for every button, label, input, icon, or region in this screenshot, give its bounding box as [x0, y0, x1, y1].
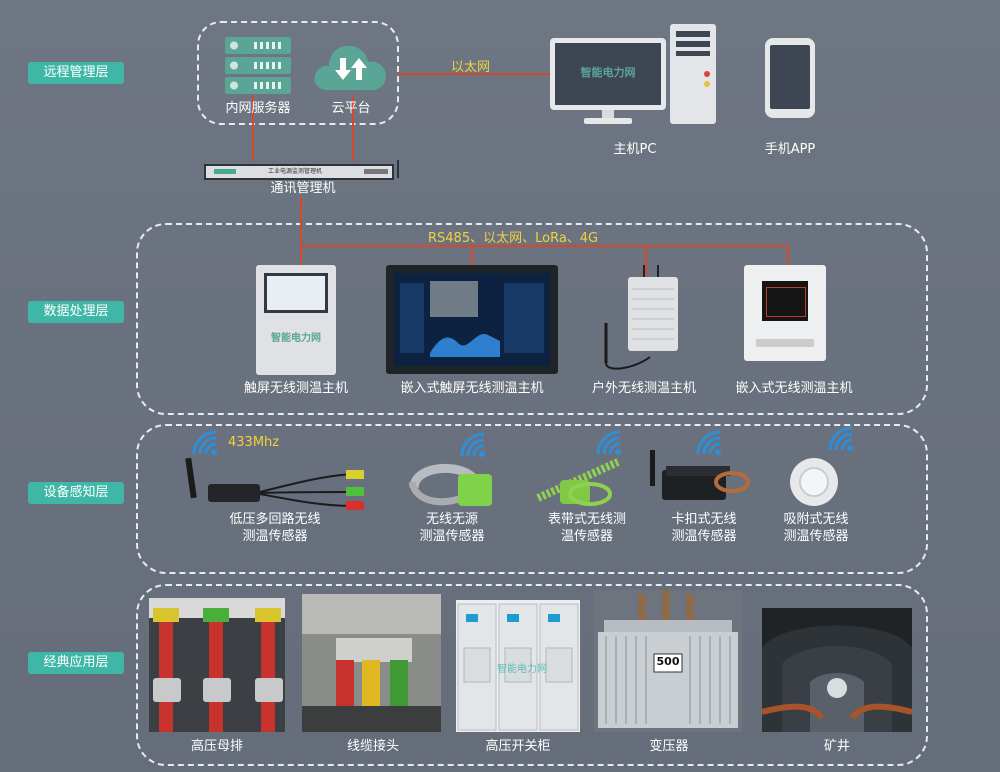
passive-sensor — [406, 460, 496, 510]
outdoor-host-device — [594, 265, 686, 377]
data-layer-boundary — [136, 223, 928, 415]
sensor-label-line: 卡扣式无线 — [671, 512, 737, 527]
transformer-photo: 500 — [594, 590, 742, 732]
frequency-label: 433Mhz — [228, 435, 280, 450]
mine-photo — [762, 608, 912, 732]
monitor-icon — [550, 38, 666, 126]
pc-brand-text: 智能电力网 — [580, 66, 636, 79]
cloud-to-comm-line — [352, 95, 354, 161]
layer-tag-app: 经典应用层 — [28, 652, 124, 674]
pc-label: 主机PC — [613, 142, 657, 157]
comm-manager-device — [204, 160, 404, 182]
ethernet-link-line — [398, 73, 550, 75]
layer-tag-remote: 远程管理层 — [28, 62, 124, 84]
app-label-switchgear: 高压开关柜 — [485, 739, 551, 754]
wireless-signal-icon — [694, 428, 724, 462]
sensor-label-line: 表带式无线测 — [547, 512, 626, 527]
layer-tag-data: 数据处理层 — [28, 301, 124, 323]
app-layer-boundary — [136, 584, 928, 766]
bus-drop-embedded-touch — [471, 245, 473, 267]
server-to-comm-line — [252, 95, 254, 161]
switchgear-photo: 智能电力网 — [456, 600, 580, 732]
server-label: 内网服务器 — [225, 101, 291, 116]
sensor-label-multi-loop: 低压多回路无线 测温传感器 — [206, 511, 344, 545]
cable-joint-photo — [302, 594, 441, 732]
sense-layer-boundary — [136, 424, 928, 574]
device-label-outdoor: 户外无线测温主机 — [591, 381, 696, 396]
embedded-host-device — [744, 265, 826, 361]
layer-tag-sense: 设备感知层 — [28, 482, 124, 504]
sensor-label-adsorption: 吸附式无线 测温传感器 — [766, 511, 866, 545]
phone-app-label: 手机APP — [764, 142, 816, 157]
app-label-busbar: 高压母排 — [190, 739, 243, 754]
touch-host-brand: 智能电力网 — [271, 333, 321, 344]
sensor-label-passive: 无线无源 测温传感器 — [394, 511, 510, 545]
app-label-cable-joint: 线缆接头 — [346, 739, 399, 754]
ethernet-label: 以太网 — [451, 60, 491, 75]
bus-drop-embedded — [787, 245, 789, 267]
clip-sensor — [644, 448, 750, 508]
data-bus-label: RS485、以太网、LoRa、4G — [428, 231, 599, 246]
wireless-signal-icon — [190, 428, 220, 462]
busbar-photo — [149, 598, 285, 732]
comm-to-bus-line — [300, 196, 302, 266]
adsorption-sensor — [788, 456, 840, 508]
sensor-label-line: 无线无源 — [425, 512, 478, 527]
touch-host-device: 智能电力网 — [256, 265, 336, 375]
sensor-label-line: 测温传感器 — [783, 529, 849, 544]
sensor-label-strap: 表带式无线测 温传感器 — [532, 511, 642, 545]
strap-sensor — [530, 454, 630, 510]
cloud-label: 云平台 — [331, 101, 371, 116]
pc-tower-icon — [670, 24, 716, 124]
app-label-transformer: 变压器 — [649, 739, 689, 754]
sensor-label-line: 测温传感器 — [671, 529, 737, 544]
bus-drop-outdoor — [645, 245, 647, 275]
device-label-embedded-touch: 嵌入式触屏无线测温主机 — [400, 381, 544, 396]
multi-loop-sensor — [182, 456, 368, 512]
sensor-label-line: 吸附式无线 — [783, 512, 849, 527]
comm-manager-label: 通讯管理机 — [270, 181, 336, 196]
device-label-touch: 触屏无线测温主机 — [243, 381, 348, 396]
sensor-label-line: 低压多回路无线 — [229, 512, 321, 527]
wireless-signal-icon — [826, 424, 856, 458]
sensor-label-line: 测温传感器 — [419, 529, 485, 544]
sensor-label-line: 温传感器 — [560, 529, 613, 544]
app-label-mine: 矿井 — [823, 739, 850, 754]
embedded-touch-host-device — [386, 265, 558, 374]
phone-icon — [765, 38, 815, 118]
wireless-signal-icon — [594, 428, 624, 462]
comm-device-text: 工业电源监测管理机 — [267, 168, 322, 175]
sensor-label-line: 测温传感器 — [242, 529, 308, 544]
server-rack-icon — [224, 36, 292, 96]
wireless-signal-icon — [458, 430, 488, 464]
data-bus-line — [300, 245, 789, 247]
switchgear-brand: 智能电力网 — [497, 664, 547, 675]
sensor-label-clip: 卡扣式无线 测温传感器 — [654, 511, 754, 545]
cloud-upload-download-icon — [310, 38, 392, 94]
device-label-embedded: 嵌入式无线测温主机 — [735, 381, 853, 396]
transformer-plate: 500 — [656, 655, 680, 668]
